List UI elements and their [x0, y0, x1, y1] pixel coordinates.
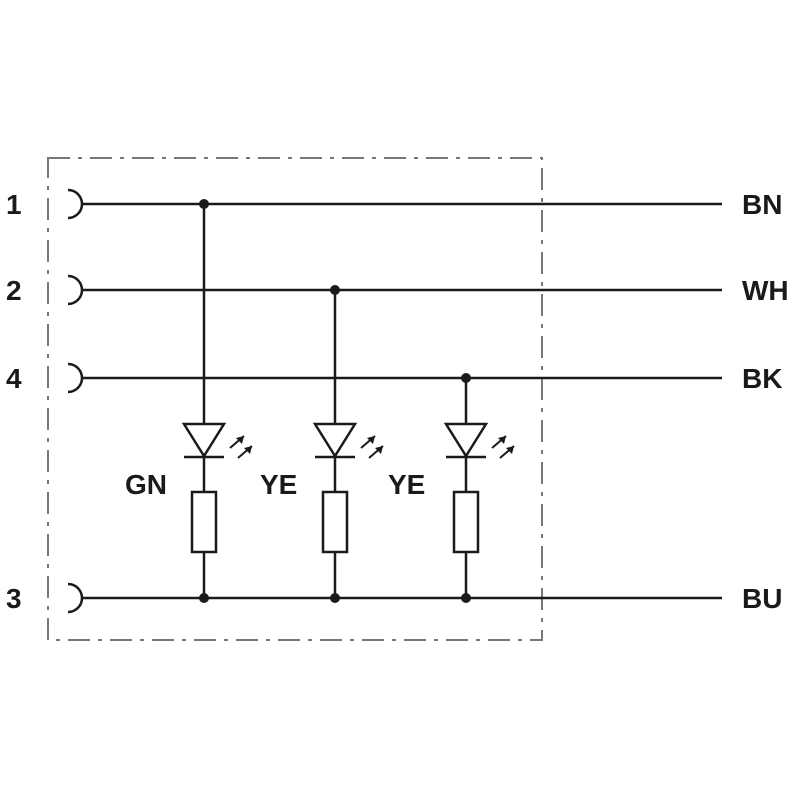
- wire-color-label: WH: [742, 275, 789, 306]
- led-diode-symbol: [312, 422, 358, 459]
- light-emission-arrows-icon: [491, 435, 515, 459]
- pin-number-label: 4: [6, 363, 22, 394]
- wire-color-label: BN: [742, 189, 782, 220]
- wire-color-label: BU: [742, 583, 782, 614]
- resistor-symbol: [321, 490, 349, 554]
- pin-number-label: 1: [6, 189, 22, 220]
- light-emission-arrows-icon: [229, 435, 253, 459]
- connector-enclosure: [47, 157, 543, 641]
- led-color-label: YE: [260, 469, 297, 500]
- pin-number-label: 2: [6, 275, 22, 306]
- resistor-symbol: [190, 490, 218, 554]
- wire-color-label: BK: [742, 363, 782, 394]
- led-color-label: YE: [388, 469, 425, 500]
- pin-number-label: 3: [6, 583, 22, 614]
- led-branch-3: [443, 378, 515, 598]
- resistor-symbol: [452, 490, 480, 554]
- led-diode-symbol: [181, 422, 227, 459]
- led-diode-symbol: [443, 422, 489, 459]
- socket-pin-1: [67, 188, 84, 220]
- led-branch-2: [312, 290, 384, 598]
- socket-pin-4: [67, 362, 84, 394]
- led-color-label: GN: [125, 469, 167, 500]
- led-branch-1: [181, 204, 253, 598]
- light-emission-arrows-icon: [360, 435, 384, 459]
- socket-pin-3: [67, 582, 84, 614]
- socket-pin-2: [67, 274, 84, 306]
